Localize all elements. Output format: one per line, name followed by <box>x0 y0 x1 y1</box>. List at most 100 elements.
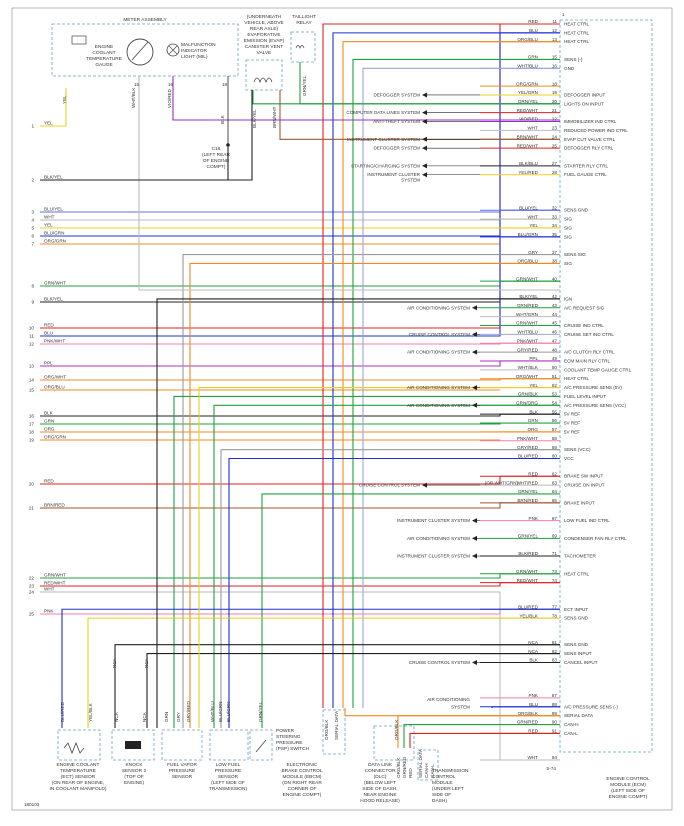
left-wire-color-label: BLU <box>44 331 53 336</box>
ecm-function-label: CRUISE ON INPUT <box>564 483 605 488</box>
footer-code: 180103 <box>24 802 40 807</box>
system-arrow-icon <box>422 482 427 488</box>
wire-segment <box>213 404 560 728</box>
left-wire-number: 15 <box>29 388 35 393</box>
left-wire-number: 8 <box>31 284 34 289</box>
evap-pin-label: BRN/WHT <box>272 106 277 128</box>
ecm-wire-color-label: YEL/GRN <box>518 90 538 95</box>
left-wire-number: 11 <box>29 334 34 339</box>
left-wire-number: 6 <box>31 234 34 239</box>
left-wire-number: 14 <box>29 378 35 383</box>
ecm-wire-color-label: WHT/BLU <box>517 64 538 69</box>
ecm-wire-color-label: RED/WHT <box>517 108 539 113</box>
ecm-function-label: A/C PRESSURE SENS (VCC) <box>564 403 626 408</box>
label-line: FUEL VAPOR <box>167 762 197 768</box>
wire-segment <box>182 254 560 728</box>
ecm-pin-number: 54 <box>552 401 558 406</box>
relay-coil-icon <box>295 45 305 49</box>
knock-sensor-box <box>111 729 155 761</box>
wire-segment <box>279 90 560 140</box>
system-reference-label: AIR CONDITIONING SYSTEM <box>407 385 470 390</box>
ecm-pin-number: 34 <box>552 223 558 228</box>
system-arrow-icon <box>422 119 427 125</box>
wire-segment <box>261 493 560 728</box>
tcm-pin-label: RED <box>408 768 413 778</box>
ecm-function-label: HEAT CTRL <box>564 30 590 35</box>
ecm-pin-number: 94 <box>552 755 558 760</box>
system-reference-label: DEFOGGER SYSTEM <box>374 146 421 151</box>
ecm-pin-number: 64 <box>552 489 558 494</box>
wire-segment <box>189 262 560 728</box>
left-wire-color-label: PNK <box>44 609 54 614</box>
ecm-pin-number: 78 <box>552 613 558 618</box>
left-wire-number: 12 <box>29 342 35 347</box>
ecm-wire-color-label: WHT <box>528 755 539 760</box>
low-fuel-pin-label: BLU/GRN <box>226 702 231 722</box>
ecm-pin-number: 58 <box>552 436 558 441</box>
resistor-icon <box>63 741 85 755</box>
ecm-wire-color-label: YEL <box>529 383 538 388</box>
meter-pin-number: 19 <box>222 82 228 87</box>
system-reference-label: INSTRUMENT CLUSTER SYSTEM <box>397 518 470 523</box>
left-wire-number: 5 <box>31 226 34 231</box>
left-wire-color-label: BRN/RED <box>44 503 65 508</box>
ecm-pin-number: 50 <box>552 365 558 370</box>
ecm-wire-color-label: RED/WHT <box>517 578 539 583</box>
ecm-function-label: CANCEL INPUT <box>564 660 598 665</box>
ecm-pin-number: 89 <box>552 711 558 716</box>
left-wire-number: 22 <box>29 576 35 581</box>
label-line: MODULE <box>432 780 453 786</box>
ecm-function-label: COOLANT TEMP GAUGE CTRL <box>564 367 632 372</box>
ecm-wire-color-label: GRN/WHT <box>516 276 538 281</box>
ecm-wire-color-label: GRN/ORG <box>516 401 538 406</box>
left-wire-color-label: ORG/GRN <box>44 435 66 440</box>
system-reference-label: AIR CONDITIONING <box>427 697 470 702</box>
label-line: TRANSMISSION <box>432 768 469 774</box>
left-wire-number: 10 <box>29 326 35 331</box>
label-line: CORNER OF <box>288 786 317 792</box>
label-line: SENSOR 2 <box>122 768 147 774</box>
ecm-wire-color-label: GRN/WHT <box>516 569 538 574</box>
ecm-wire-color-label: WHT/GRN <box>516 312 538 317</box>
label-line: POWER <box>276 728 295 734</box>
wire-segment <box>40 573 560 579</box>
label-line: TEMPERATURE <box>60 768 96 774</box>
wire-segment <box>40 502 560 509</box>
ecm-wire-color-label: YEL/BLK <box>519 613 539 618</box>
ecm-pin-number: 13 <box>552 37 558 42</box>
ecm-pin-number: 82 <box>552 649 558 654</box>
label-line: GAUGE <box>95 62 112 68</box>
knock-pin-label: NCA <box>142 711 147 722</box>
wire-segment <box>409 732 560 748</box>
diagram-frame <box>11 7 673 811</box>
left-wire-number: 3 <box>31 210 34 215</box>
ecm-pin-number: 74 <box>552 578 558 583</box>
ecm-function-label: ECM MAIN RLY CTRL <box>564 358 610 363</box>
ect-gauge-element <box>71 35 87 45</box>
left-wire-color-label: GRN <box>44 419 54 424</box>
label-line: C16 <box>212 146 221 152</box>
left-wire-color-label: BLK/YEL <box>44 175 63 180</box>
ecm-pin-number: 43 <box>552 303 558 308</box>
system-reference-label: DEFOGGER SYSTEM <box>374 92 421 97</box>
ecm-function-label: CRUISE SET IND CTRL <box>564 332 614 337</box>
label-line: IN COOLANT MANIFOLD) <box>50 786 107 792</box>
left-wire-number: 2 <box>31 178 34 183</box>
ecm-wire-color-label: PNK/WHT <box>517 338 538 343</box>
label-line: MALFUNCTION <box>181 42 216 48</box>
left-wire-color-label: YEL <box>44 223 53 228</box>
ecm-wire-color-label: BLK/RED <box>518 551 538 556</box>
ecm-wire-color-label: GRN/YEL <box>518 99 539 104</box>
system-arrow-icon <box>422 163 427 169</box>
left-wire-color-label: GRN/WHT <box>44 281 66 286</box>
fuel-vapor-pin-label: GRY/RED <box>186 700 191 722</box>
left-wire-number: 21 <box>29 506 35 511</box>
label-line: LIGHT (MIL) <box>181 54 208 60</box>
ecm-pin-number: 18 <box>552 81 558 86</box>
ecm-function-label: SENS (VCC) <box>564 447 591 452</box>
ecm-wire-color-label: YEL <box>529 223 538 228</box>
